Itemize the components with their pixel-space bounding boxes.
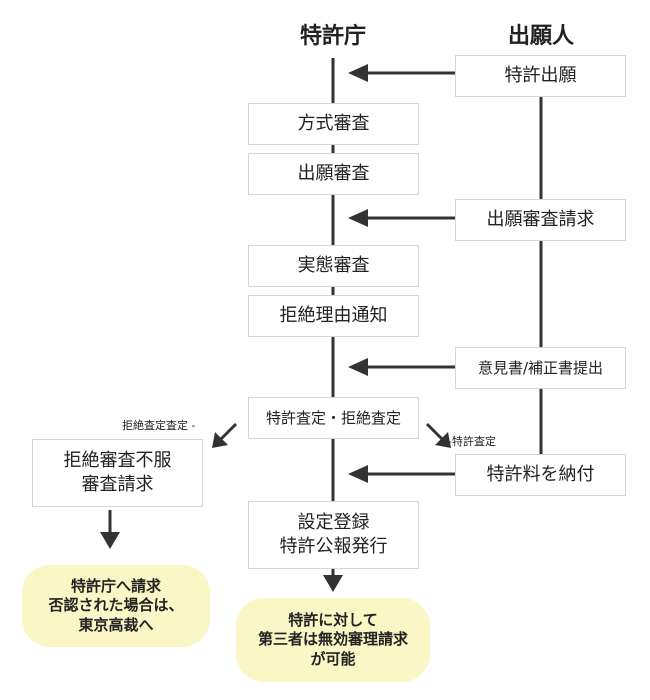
filing-box: 特許出願 [455, 55, 626, 97]
office-timeline-arrowhead [323, 575, 343, 592]
appeal-line-1: 拒絶審査不服 [63, 449, 172, 471]
opinion-label: 意見書/補正書提出 [477, 358, 604, 377]
appeal-outcome-line-3: 東京高裁へ [78, 615, 154, 634]
office-header: 特許庁 [299, 24, 366, 49]
filing-exam-box: 出願審査 [248, 153, 419, 195]
decision-box: 特許査定・拒絶査定 [248, 397, 419, 439]
reject-branch-label: 拒絶査定査定 - [122, 419, 196, 432]
appeal-box: 拒絶審査不服 審査請求 [32, 439, 203, 507]
appeal-outcome-line-2: 否認された場合は、 [48, 596, 184, 615]
fee-box: 特許料を納付 [455, 454, 626, 496]
rejection-notice-label: 拒絶理由通知 [279, 304, 388, 326]
opinion-box: 意見書/補正書提出 [455, 347, 626, 389]
grant-outcome-line-3: が可能 [310, 649, 356, 668]
grant-outcome-bubble: 特許に対して 第三者は無効審理請求 が可能 [236, 598, 430, 682]
applicant-header: 出願人 [507, 24, 574, 49]
appeal-line-2: 審査請求 [81, 474, 154, 495]
exam-request-box: 出願審査請求 [455, 199, 626, 241]
grant-outcome-line-2: 第三者は無効審理請求 [257, 630, 408, 649]
rejection-notice-box: 拒絶理由通知 [248, 295, 419, 337]
formal-exam-box: 方式審査 [248, 103, 419, 145]
registration-line-1: 設定登録 [297, 511, 370, 533]
fee-label: 特許料を納付 [486, 463, 595, 485]
substantive-exam-label: 実態審査 [297, 254, 370, 276]
grant-branch-arrow [425, 422, 445, 442]
registration-box: 設定登録 特許公報発行 [248, 501, 419, 569]
appeal-outcome-line-1: 特許庁へ請求 [70, 576, 161, 595]
substantive-exam-box: 実態審査 [248, 245, 419, 287]
exam-request-label: 出願審査請求 [486, 208, 595, 230]
filing-exam-label: 出願審査 [297, 162, 370, 184]
filing-label: 特許出願 [504, 64, 577, 86]
registration-line-2: 特許公報発行 [279, 536, 388, 557]
grant-outcome-line-1: 特許に対して [288, 610, 378, 629]
grant-branch-label: -特許査定 [448, 435, 496, 448]
decision-label: 特許査定・拒絶査定 [265, 408, 401, 427]
reject-branch-arrow [218, 422, 238, 442]
appeal-outcome-bubble: 特許庁へ請求 否認された場合は、 東京高裁へ [22, 565, 210, 647]
formal-exam-label: 方式審査 [297, 112, 370, 134]
